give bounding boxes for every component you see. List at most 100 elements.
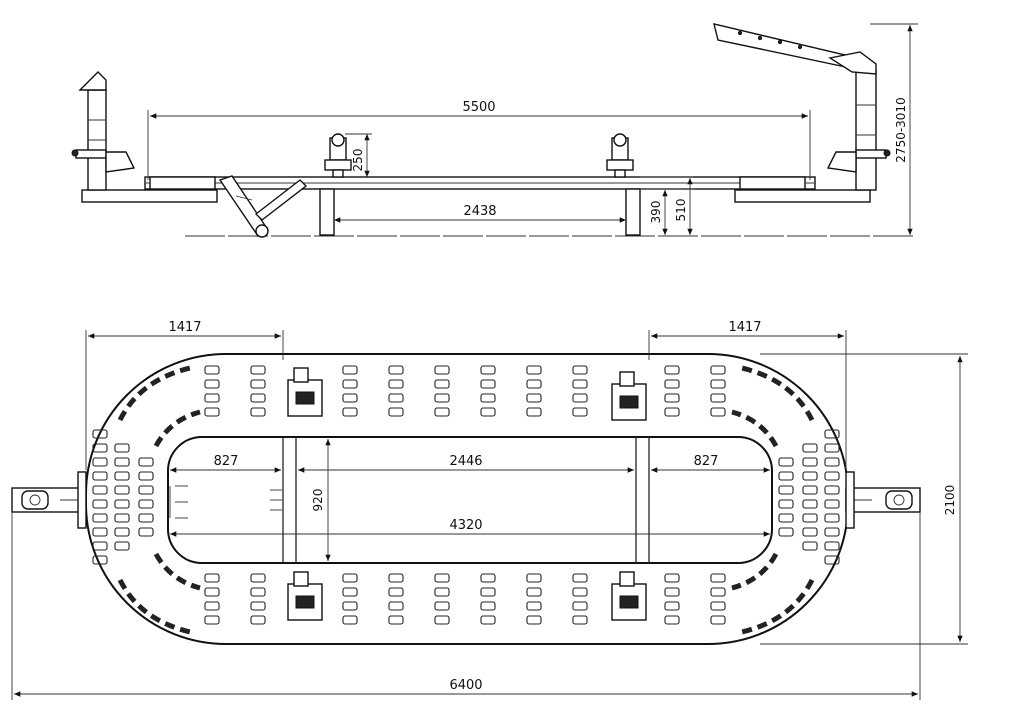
slot-hole (710, 615, 726, 625)
slot-hole (434, 587, 450, 597)
clamp-top-right-upper (611, 371, 647, 421)
slot-hole (710, 379, 726, 389)
slot-hole (802, 541, 818, 551)
slot-hole (92, 527, 108, 537)
dim-label-390: 390 (649, 201, 663, 224)
slot-hole (434, 615, 450, 625)
clamp-left (324, 133, 352, 178)
slot-hole (250, 615, 266, 625)
slot-hole (824, 541, 840, 551)
slot-hole (526, 393, 542, 403)
slot-hole (204, 587, 220, 597)
slot-hole (664, 407, 680, 417)
slot-hole (664, 587, 680, 597)
slot-hole (204, 379, 220, 389)
slot-hole (480, 615, 496, 625)
platform-outline (85, 353, 849, 645)
slot-hole (250, 573, 266, 583)
side-view: 5500 250 2438 390 510 2750-3010 (71, 23, 918, 238)
slot-hole (778, 513, 794, 523)
slot-hole (710, 587, 726, 597)
slot-hole (92, 485, 108, 495)
slot-hole (778, 499, 794, 509)
slot-hole (480, 379, 496, 389)
slot-hole (802, 471, 818, 481)
slot-hole (114, 499, 130, 509)
slot-hole (342, 365, 358, 375)
dim-label-2446: 2446 (449, 454, 482, 469)
clamp-right (606, 133, 634, 178)
dim-label-1417-left: 1417 (168, 320, 201, 335)
slot-hole (526, 379, 542, 389)
slot-hole (342, 587, 358, 597)
slot-hole (138, 485, 154, 495)
perimeter-slot-arc (741, 365, 815, 422)
perimeter-slot-arc (741, 578, 815, 635)
slot-hole (480, 587, 496, 597)
slot-hole (92, 471, 108, 481)
slot-hole (92, 513, 108, 523)
dim-label-2750-3010: 2750-3010 (894, 97, 908, 162)
dim-overall-width: 2100 (760, 353, 968, 645)
slot-hole (824, 555, 840, 565)
slot-hole (138, 513, 154, 523)
slot-hole (434, 601, 450, 611)
slot-hole (480, 365, 496, 375)
dim-label-827-right: 827 (694, 454, 719, 469)
slot-hole (434, 407, 450, 417)
slot-hole (778, 471, 794, 481)
slot-hole (342, 379, 358, 389)
slot-hole (434, 573, 450, 583)
inner-slot (167, 436, 773, 564)
slot-hole (434, 393, 450, 403)
slot-hole (480, 601, 496, 611)
slot-hole (388, 365, 404, 375)
slot-hole (92, 541, 108, 551)
slot-hole (388, 601, 404, 611)
slot-hole (572, 615, 588, 625)
slot-hole (204, 601, 220, 611)
slot-hole (480, 407, 496, 417)
slot-hole (114, 443, 130, 453)
slot-hole (204, 615, 220, 625)
slot-hole (710, 573, 726, 583)
slot-hole (572, 587, 588, 597)
slot-hole (138, 457, 154, 467)
slot-hole (802, 513, 818, 523)
slot-hole (526, 615, 542, 625)
slot-hole (572, 379, 588, 389)
slot-hole (664, 601, 680, 611)
slot-hole (92, 429, 108, 439)
clamp-top-left-lower (287, 571, 323, 621)
slot-hole (526, 587, 542, 597)
slot-hole (526, 573, 542, 583)
slot-hole (710, 393, 726, 403)
slot-hole (92, 443, 108, 453)
slot-hole (802, 485, 818, 495)
slot-hole (342, 601, 358, 611)
slot-hole (250, 587, 266, 597)
slot-hole (388, 407, 404, 417)
perimeter-slot-arc (153, 552, 201, 591)
slot-hole (388, 587, 404, 597)
dim-label-250: 250 (351, 149, 365, 172)
slot-hole (114, 513, 130, 523)
lift-legs (218, 175, 641, 238)
slot-hole (664, 615, 680, 625)
slot-hole (572, 573, 588, 583)
dim-clamp-spacing: 2438 (334, 204, 626, 223)
slot-hole (92, 555, 108, 565)
perimeter-slot-arc (117, 578, 191, 635)
dim-label-1417-right: 1417 (728, 320, 761, 335)
slot-hole (824, 527, 840, 537)
left-tower (71, 71, 136, 191)
slot-hole (342, 615, 358, 625)
dim-label-510: 510 (674, 199, 688, 222)
slot-hole (250, 393, 266, 403)
dim-label-4320: 4320 (449, 518, 482, 533)
dim-bench-heights: 390 510 (640, 176, 694, 235)
dim-inner-row: 827 2446 827 (170, 454, 770, 473)
slot-hole (388, 615, 404, 625)
slot-hole (138, 471, 154, 481)
slot-hole (664, 379, 680, 389)
